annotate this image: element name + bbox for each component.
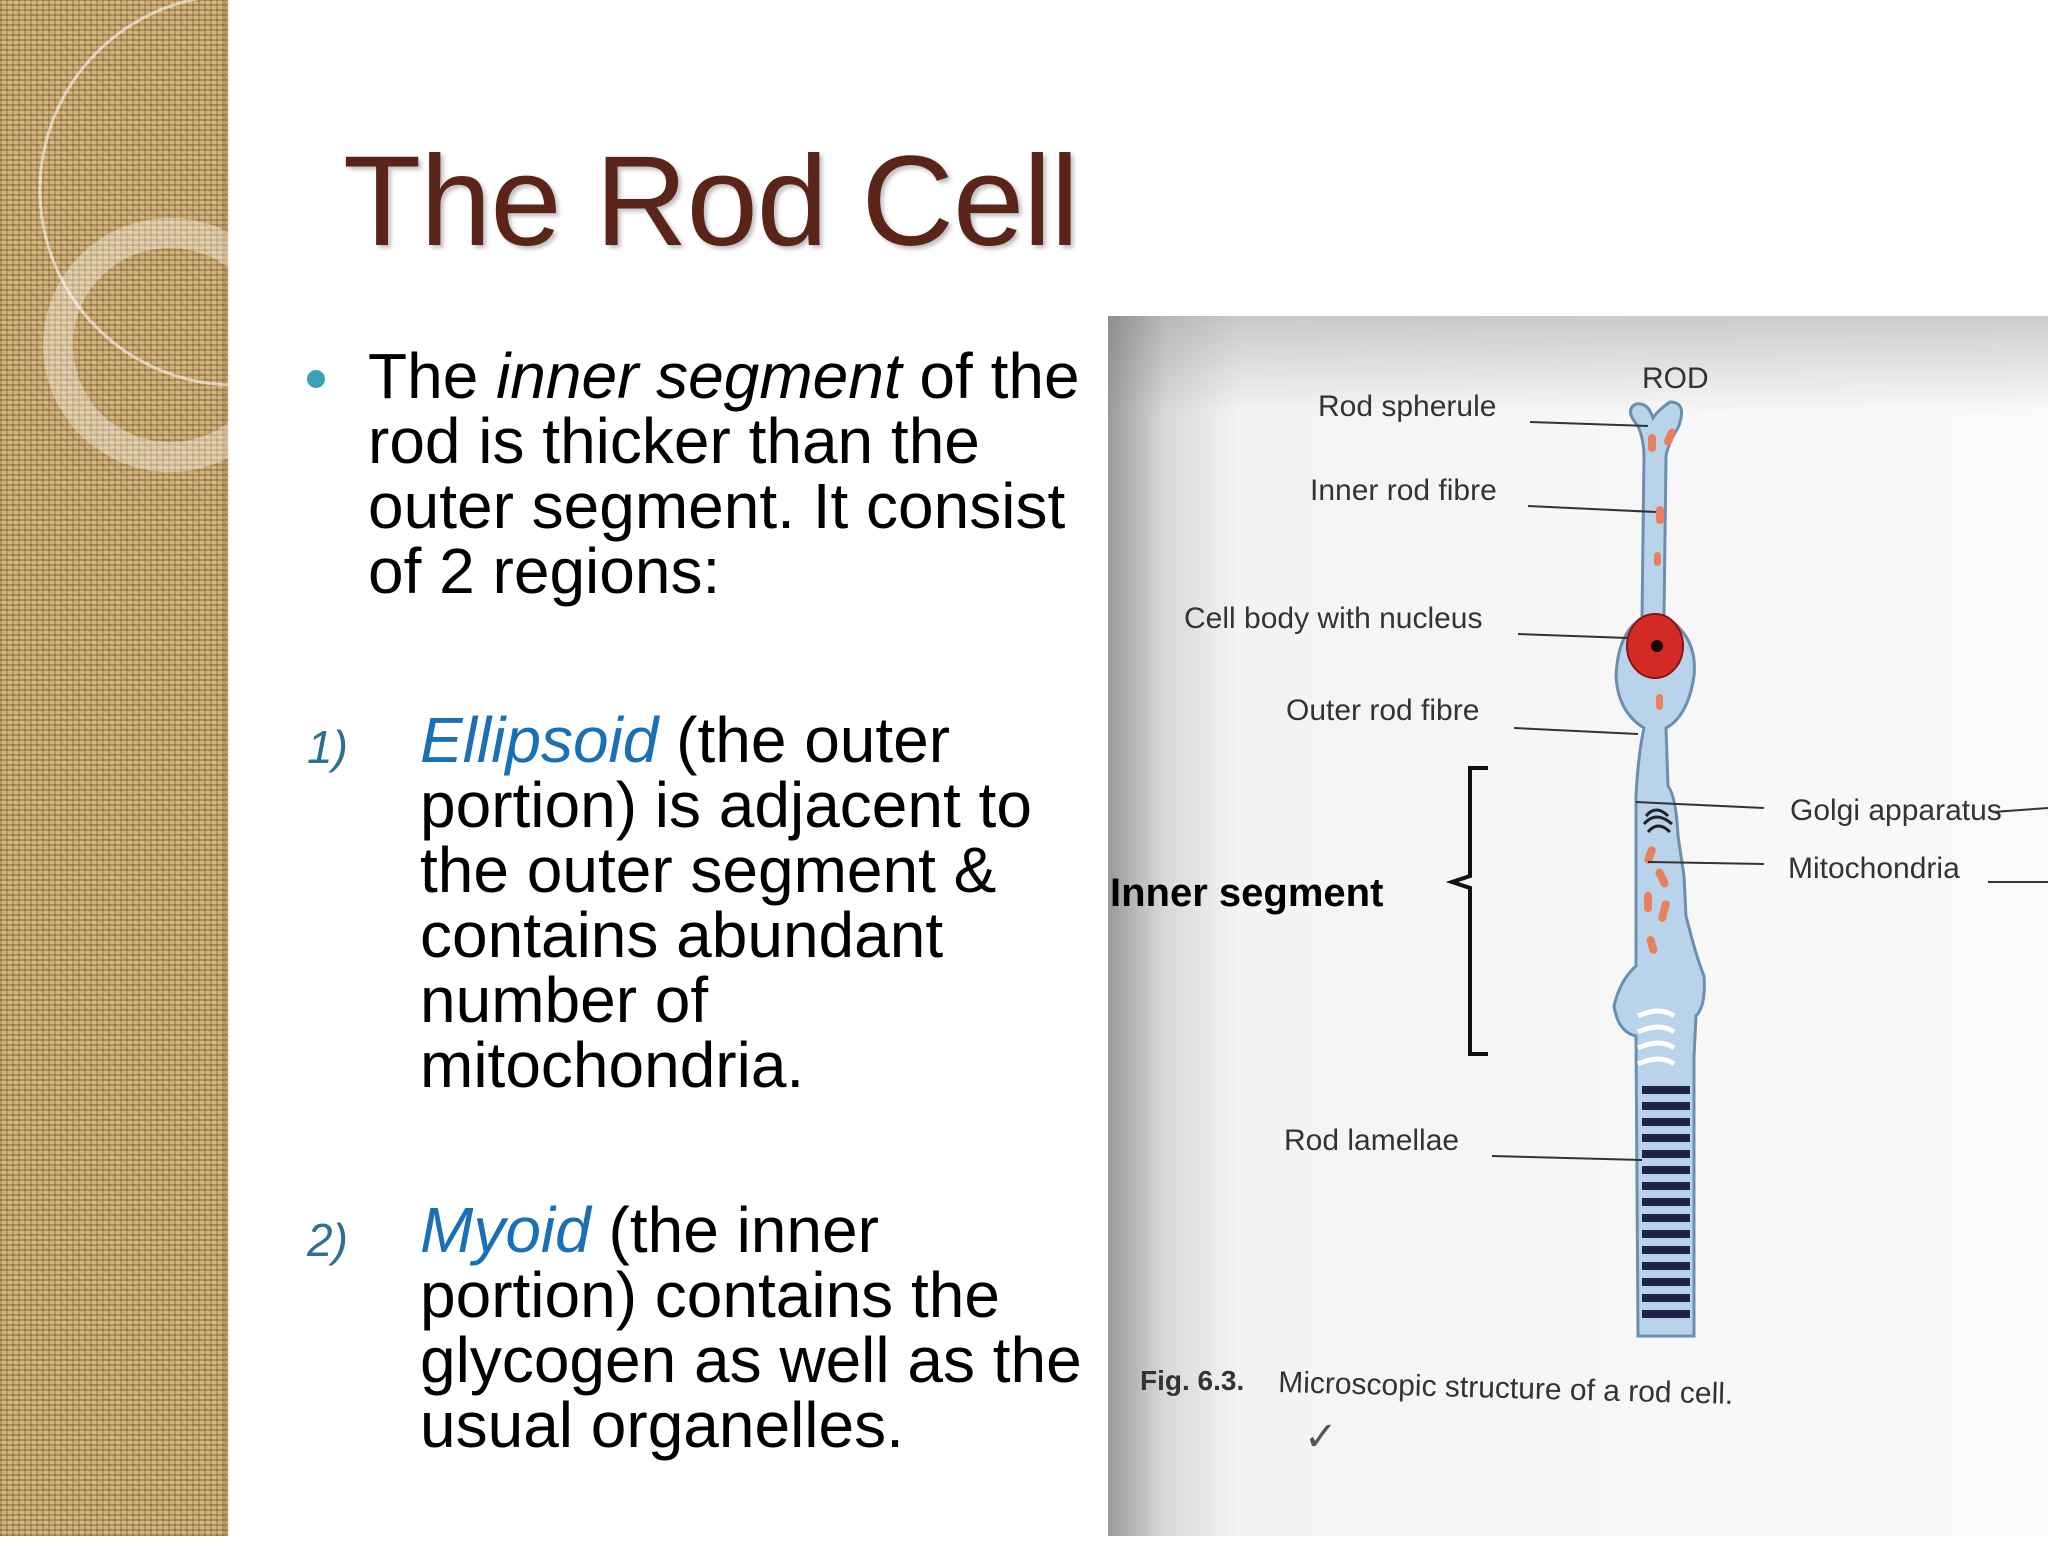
label-cell-body: Cell body with nucleus [1184,602,1483,635]
keyword-myoid: Myoid [420,1194,591,1266]
figure-caption-number: Fig. 6.3. [1140,1365,1244,1396]
label-mitochondria: Mitochondria [1788,852,1960,885]
list-number-2: 2) [307,1214,348,1266]
panel-edge [224,0,230,1536]
label-rod-spherule: Rod spherule [1318,390,1496,423]
item-1-text: (the outer portion) is adjacent to the o… [420,704,1032,1101]
label-outer-rod-fibre: Outer rod fibre [1286,694,1479,727]
label-inner-segment: Inner segment [1110,871,1383,915]
bullet-dot-icon [307,370,325,388]
keyword-ellipsoid: Ellipsoid [420,704,659,776]
rod-lamellae-stack [1642,1086,1690,1318]
intro-text-1: The [368,340,497,412]
check-mark-icon: ✓ [1304,1415,1338,1459]
label-golgi-apparatus: Golgi apparatus [1790,794,2002,827]
inner-segment-brace [1445,766,1488,1056]
label-inner-rod-fibre: Inner rod fibre [1310,474,1497,507]
list-number-1: 1) [307,721,348,773]
list-item-ellipsoid: Ellipsoid (the outer portion) is adjacen… [420,708,1100,1098]
list-item-myoid: Myoid (the inner portion) contains the g… [420,1198,1100,1458]
slide-title: The Rod Cell [343,130,1079,273]
intro-paragraph: The inner segment of the rod is thicker … [368,344,1088,604]
rod-cell-drawing [1612,400,1706,1338]
decorative-circles [38,0,260,472]
item-2-text: (the inner portion) contains the glycoge… [420,1194,1082,1461]
rod-cell-figure: ROD Rod spherule Inner rod fibre Cell bo… [1108,316,2048,1536]
label-rod-lamellae: Rod lamellae [1284,1124,1459,1157]
figure-heading: ROD [1642,362,1709,395]
burlap-texture-panel [0,0,228,1536]
intro-text-2: of the rod is thicker than the outer seg… [368,340,1080,607]
intro-emphasis: inner segment [496,340,902,412]
leader-lines [1491,421,2048,1161]
